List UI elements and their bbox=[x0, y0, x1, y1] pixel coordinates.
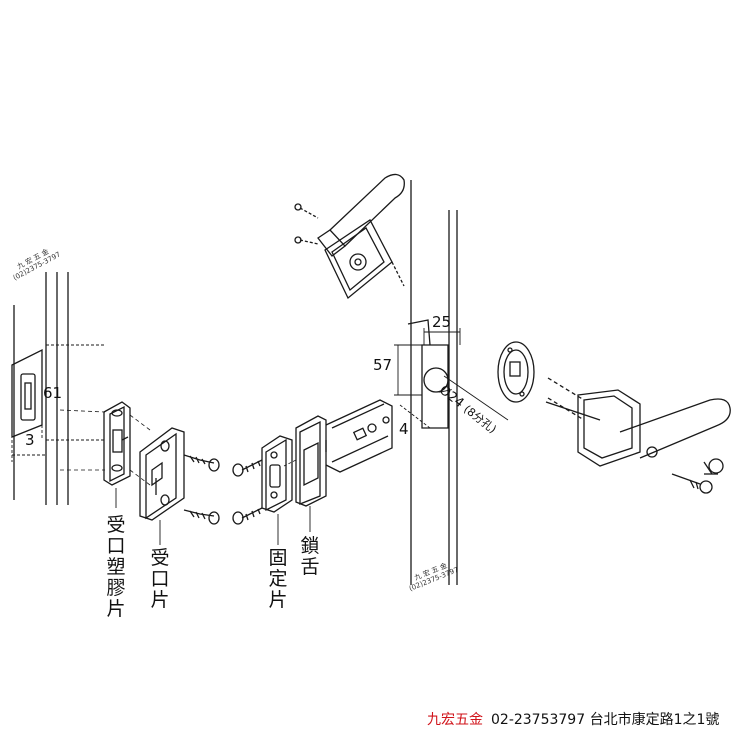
strike-screws bbox=[183, 454, 220, 525]
footer-brand: 九宏五金 bbox=[427, 712, 483, 728]
dimension-lines-jamb bbox=[11, 344, 105, 462]
dim-25: 25 bbox=[432, 313, 452, 331]
guide-lines-strike bbox=[59, 409, 151, 486]
latch-plate-part bbox=[261, 435, 297, 513]
leader-lines bbox=[115, 488, 311, 545]
dim-4: 4 bbox=[399, 420, 409, 438]
latch-bolt-part bbox=[295, 399, 393, 507]
rose-plate-part bbox=[497, 341, 535, 403]
dim-3: 3 bbox=[25, 431, 35, 449]
strike-plate-part bbox=[139, 427, 185, 521]
footer-info: 九宏五金 02-23753797 台北市康定路1之1號 bbox=[427, 709, 719, 729]
outside-handle-part bbox=[545, 377, 731, 467]
footer-contact: 02-23753797 台北市康定路1之1號 bbox=[491, 712, 720, 728]
inside-handle-part bbox=[294, 173, 405, 300]
key-icon bbox=[671, 458, 724, 494]
label-latch-bolt: 鎖舌 bbox=[300, 535, 320, 578]
dim-57: 57 bbox=[373, 356, 393, 374]
door-edge bbox=[407, 180, 458, 585]
latch-screws bbox=[232, 459, 263, 525]
dim-61: 61 bbox=[43, 384, 63, 402]
label-latch-plate: 固定片 bbox=[268, 547, 288, 611]
dimension-lines-door bbox=[394, 328, 509, 429]
label-strike-plastic: 受口塑膠片 bbox=[106, 514, 126, 620]
strike-plastic-part bbox=[103, 401, 131, 486]
label-strike-plate: 受口片 bbox=[150, 547, 170, 611]
